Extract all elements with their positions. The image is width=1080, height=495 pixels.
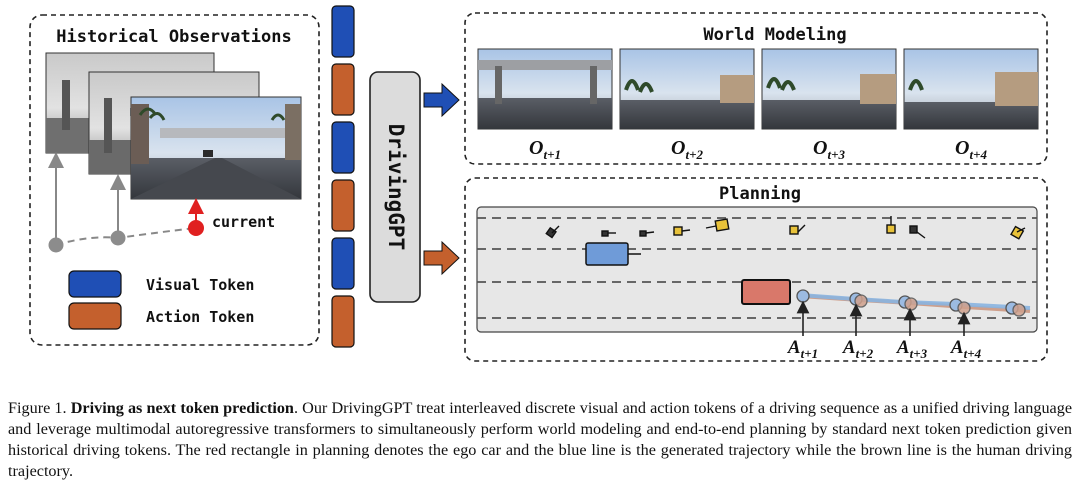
history-title: Historical Observations bbox=[56, 27, 291, 47]
planning-panel-border bbox=[464, 177, 1048, 362]
figure-caption: Figure 1. Driving as next token predicti… bbox=[8, 398, 1072, 482]
current-label: current bbox=[212, 213, 275, 231]
planning-title: Planning bbox=[719, 184, 801, 204]
action-label-4: At+4 bbox=[950, 337, 982, 361]
world-title: World Modeling bbox=[703, 25, 846, 45]
agents bbox=[545, 216, 1026, 240]
action-token bbox=[331, 295, 355, 348]
world-panel: World Modeling Ot+1 Ot+2 Ot bbox=[464, 12, 1048, 165]
world-frame-4 bbox=[903, 48, 1039, 130]
world-panel-border bbox=[464, 12, 1048, 165]
history-panel: Historical Observations bbox=[29, 14, 320, 346]
ego-car bbox=[741, 279, 791, 305]
action-token bbox=[331, 179, 355, 232]
world-frame-2 bbox=[619, 48, 755, 130]
bev-map bbox=[476, 206, 1038, 333]
history-point-1 bbox=[48, 237, 64, 253]
legend-visual-swatch bbox=[68, 270, 122, 298]
arrow-to-planning bbox=[423, 240, 460, 276]
action-label-3: At+3 bbox=[896, 337, 928, 361]
model-box bbox=[369, 71, 421, 303]
legend-action-swatch bbox=[68, 302, 122, 330]
token-column bbox=[331, 5, 355, 348]
history-frame-current bbox=[130, 96, 302, 200]
caption-bold: Driving as next token prediction bbox=[70, 399, 294, 417]
visual-token bbox=[331, 121, 355, 174]
arrow-to-world bbox=[423, 82, 460, 118]
action-label-1: At+1 bbox=[787, 337, 818, 361]
caption-prefix: Figure 1. bbox=[8, 399, 71, 417]
caption-text: . Our DrivingGPT treat interleaved discr… bbox=[8, 399, 1073, 480]
current-point bbox=[188, 220, 204, 236]
action-label-2: At+2 bbox=[842, 337, 874, 361]
action-token bbox=[331, 63, 355, 116]
model-label: DrivingGPT bbox=[384, 124, 408, 250]
legend-visual-label: Visual Token bbox=[146, 276, 254, 294]
frame-label-2: Ot+2 bbox=[671, 137, 703, 162]
planning-panel: Planning bbox=[464, 177, 1048, 362]
other-vehicle bbox=[585, 242, 629, 266]
history-point-2 bbox=[110, 230, 126, 246]
legend-action-label: Action Token bbox=[146, 308, 254, 326]
visual-token bbox=[331, 5, 355, 58]
frame-label-3: Ot+3 bbox=[813, 137, 845, 162]
history-timeline bbox=[55, 227, 197, 246]
model-block: DrivingGPT bbox=[369, 71, 421, 303]
visual-token bbox=[331, 237, 355, 290]
frame-label-1: Ot+1 bbox=[529, 137, 561, 162]
frame-label-4: Ot+4 bbox=[955, 137, 987, 162]
history-panel-border bbox=[29, 14, 320, 346]
world-frame-3 bbox=[761, 48, 897, 130]
world-frame-1 bbox=[477, 48, 613, 130]
waypoints bbox=[796, 289, 1026, 317]
